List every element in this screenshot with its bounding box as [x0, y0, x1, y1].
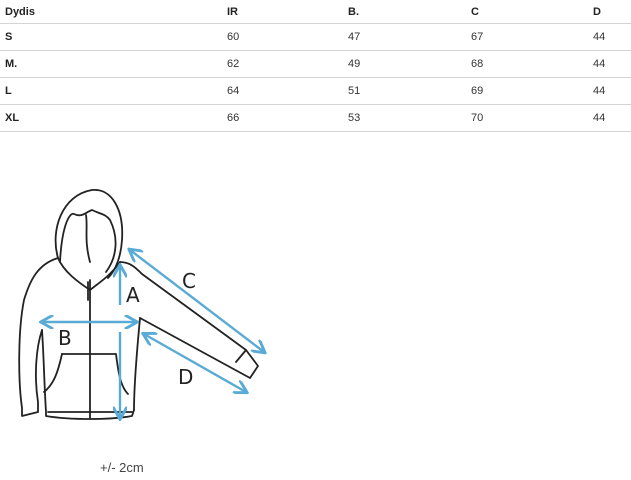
cell-c: 70 [471, 104, 593, 132]
cell-b: 47 [348, 23, 471, 51]
table-header-row: Dydis IR B. C D [0, 0, 631, 24]
cell-c: 69 [471, 77, 593, 105]
label-b: B [58, 326, 72, 350]
cell-d: 44 [593, 50, 631, 78]
table-row: L 64 51 69 44 [0, 77, 631, 105]
size-label: XL [0, 104, 227, 132]
table-row: S 60 47 67 44 [0, 23, 631, 51]
cell-d: 44 [593, 104, 631, 132]
tolerance-note: +/- 2cm [100, 460, 144, 475]
header-c: C [471, 0, 593, 24]
label-c: C [182, 269, 196, 293]
cell-b: 49 [348, 50, 471, 78]
size-label: L [0, 77, 227, 105]
cell-ir: 64 [227, 77, 348, 105]
cell-c: 68 [471, 50, 593, 78]
cell-d: 44 [593, 23, 631, 51]
cell-b: 51 [348, 77, 471, 105]
header-ir: IR [227, 0, 348, 24]
cell-d: 44 [593, 77, 631, 105]
size-chart-table: Dydis IR B. C D S 60 47 67 44 M. 62 49 6… [0, 0, 631, 132]
table-row: XL 66 53 70 44 [0, 104, 631, 132]
header-d: D [593, 0, 631, 24]
size-label: S [0, 23, 227, 51]
cell-ir: 60 [227, 23, 348, 51]
label-a: A [126, 283, 140, 307]
hoodie-icon: A B C D [18, 189, 280, 430]
label-d: D [178, 365, 193, 389]
cell-b: 53 [348, 104, 471, 132]
cell-ir: 66 [227, 104, 348, 132]
table-row: M. 62 49 68 44 [0, 50, 631, 78]
hoodie-measurement-diagram: A B C D [0, 180, 280, 430]
header-size: Dydis [0, 0, 227, 24]
cell-c: 67 [471, 23, 593, 51]
header-b: B. [348, 0, 471, 24]
cell-ir: 62 [227, 50, 348, 78]
size-label: M. [0, 50, 227, 78]
